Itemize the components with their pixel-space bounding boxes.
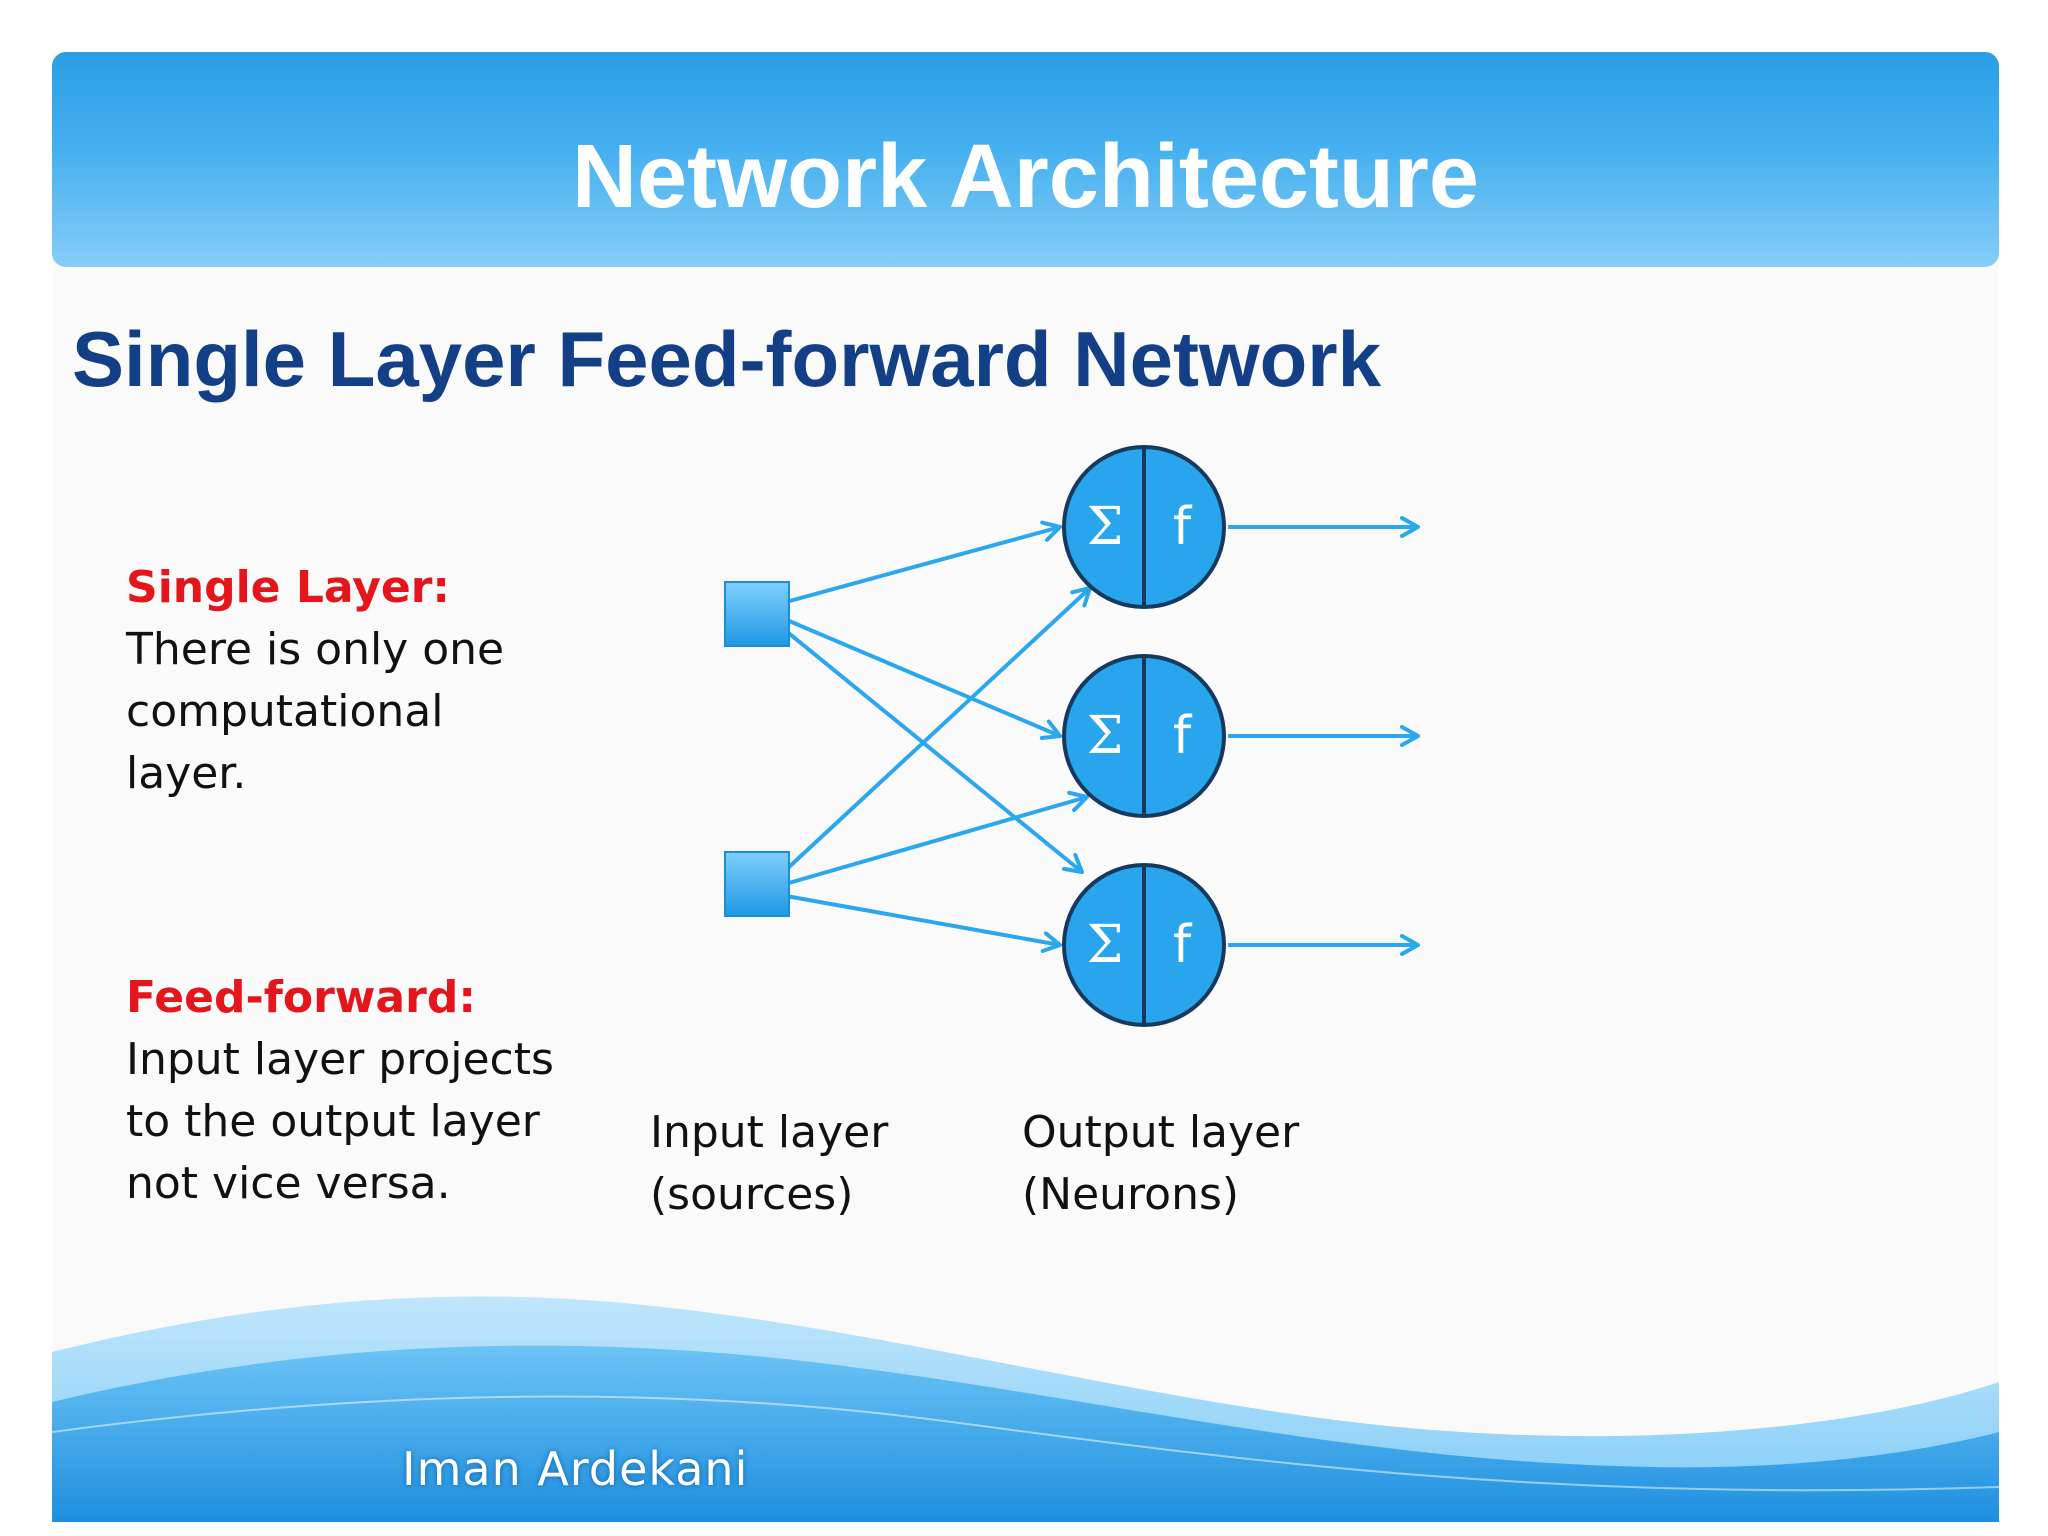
slide: Network Architecture Single Layer Feed-f… (52, 52, 1999, 1522)
single-layer-line-2: computational (126, 686, 444, 737)
neuron-2: Σ f (1062, 654, 1226, 818)
single-layer-line-3: layer. (126, 748, 247, 799)
input-node-2 (724, 851, 790, 917)
activation-symbol: f (1173, 915, 1193, 975)
feed-forward-heading: Feed-forward: (126, 972, 476, 1023)
output-layer-label-line-2: (Neurons) (1022, 1169, 1240, 1220)
feed-forward-line-2: to the output layer (126, 1096, 540, 1147)
output-layer-label-line-1: Output layer (1022, 1107, 1300, 1158)
feed-forward-block: Feed-forward: Input layer projects to th… (126, 967, 554, 1215)
sum-symbol: Σ (1087, 497, 1124, 557)
author-name: Iman Ardekani (402, 1442, 749, 1496)
single-layer-heading: Single Layer: (126, 562, 451, 613)
feed-forward-line-1: Input layer projects (126, 1034, 554, 1085)
feed-forward-line-3: not vice versa. (126, 1158, 451, 1209)
header-bar: Network Architecture (52, 52, 1999, 267)
slide-title: Network Architecture (572, 127, 1479, 227)
single-layer-block: Single Layer: There is only one computat… (126, 557, 504, 805)
edge-in2-n1 (773, 586, 1092, 882)
footer-wave (52, 1296, 1999, 1522)
network-diagram: Σ f Σ f Σ f (724, 445, 1420, 1027)
edge-in2-n2 (774, 790, 1089, 889)
activation-symbol: f (1173, 706, 1193, 766)
activation-symbol: f (1173, 497, 1193, 557)
section-title: Single Layer Feed-forward Network (72, 315, 1381, 403)
input-node-1 (724, 581, 790, 647)
neuron-1: Σ f (1062, 445, 1226, 609)
input-layer-label: Input layer (sources) (650, 1102, 888, 1226)
sum-symbol: Σ (1087, 915, 1124, 975)
edge-in2-n3 (774, 892, 1062, 954)
sum-symbol: Σ (1087, 706, 1124, 766)
output-layer-label: Output layer (Neurons) (1022, 1102, 1299, 1226)
edge-in1-n1 (774, 520, 1062, 607)
input-layer-label-line-2: (sources) (650, 1169, 854, 1220)
neuron-3: Σ f (1062, 863, 1226, 1027)
single-layer-line-1: There is only one (126, 624, 505, 675)
edge-in1-n3 (773, 620, 1084, 874)
input-layer-label-line-1: Input layer (650, 1107, 889, 1158)
edge-in1-n2 (774, 613, 1062, 741)
